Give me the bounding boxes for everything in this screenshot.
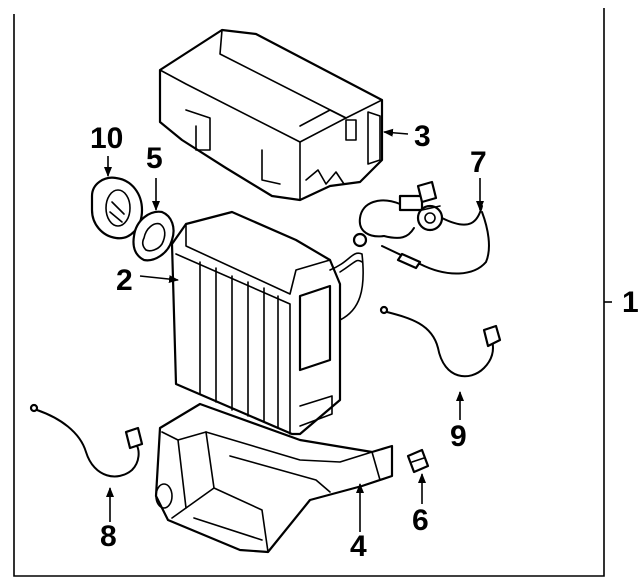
callout-assembly: 1 [622,286,639,319]
evaporator-core-part [170,210,364,436]
harness-left-part [29,403,144,478]
gasket-part [132,210,175,262]
harness-right-part [379,305,502,378]
callout-gasket: 5 [146,142,163,175]
lower-case-part [154,402,394,554]
callout-lower-case: 4 [350,530,367,563]
callout-upper-case: 3 [414,120,431,153]
callout-evaporator-core: 2 [116,264,133,297]
upper-case-part [158,28,384,202]
callout-sensor: 6 [412,504,429,537]
assembly-frame [13,8,612,577]
callout-grommet: 10 [90,122,123,155]
callout-harness-right: 9 [450,420,467,453]
leader-lines [104,128,484,532]
expansion-valve-part [352,180,490,275]
sensor-part [406,448,430,474]
callout-harness-left: 8 [100,520,117,553]
callout-expansion-valve: 7 [470,146,487,179]
grommet-part [90,176,144,240]
